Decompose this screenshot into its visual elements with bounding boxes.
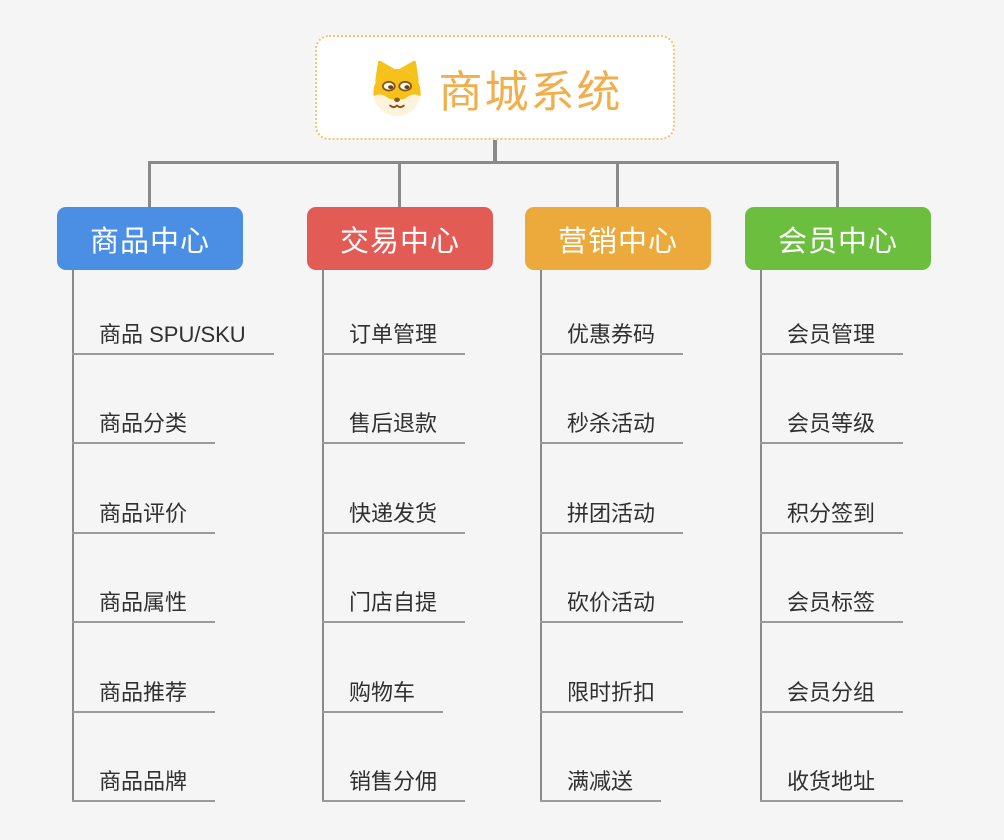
- leaf-label: 秒杀活动: [567, 411, 656, 436]
- leaf-node[interactable]: 门店自提: [322, 589, 466, 623]
- leaf-label: 拼团活动: [567, 501, 656, 526]
- leaf-node[interactable]: 拼团活动: [540, 500, 684, 534]
- leaf-label: 商品品牌: [99, 769, 188, 794]
- leaf-node[interactable]: 订单管理: [322, 321, 466, 355]
- leaf-node[interactable]: 限时折扣: [540, 679, 684, 713]
- leaf-node[interactable]: 满减送: [540, 768, 662, 802]
- leaf-node[interactable]: 快递发货: [322, 500, 466, 534]
- leaf-label: 售后退款: [349, 411, 438, 436]
- leaf-label: 会员管理: [787, 322, 876, 347]
- connector-drop-trade: [398, 161, 401, 207]
- leaf-node[interactable]: 售后退款: [322, 410, 466, 444]
- leaf-node[interactable]: 优惠券码: [540, 321, 684, 355]
- root-node[interactable]: 商城系统: [315, 35, 675, 140]
- leaf-label: 会员标签: [787, 590, 876, 615]
- leaf-node[interactable]: 会员管理: [760, 321, 904, 355]
- branch-marketing-center: 营销中心 优惠券码 秒杀活动 拼团活动 砍价活动 限时折扣 满减送: [525, 207, 711, 802]
- branch-header-trade[interactable]: 交易中心: [307, 207, 493, 270]
- root-title: 商城系统: [438, 67, 623, 117]
- connector-drop-marketing: [616, 161, 619, 207]
- leaf-label: 满减送: [567, 769, 634, 794]
- leaf-node[interactable]: 商品 SPU/SKU: [72, 321, 274, 355]
- leaf-node[interactable]: 商品分类: [72, 410, 216, 444]
- branch-trunk-line: [760, 270, 762, 802]
- leaf-label: 商品推荐: [99, 680, 188, 705]
- leaf-node[interactable]: 砍价活动: [540, 589, 684, 623]
- leaf-label: 订单管理: [349, 322, 438, 347]
- leaf-label: 会员分组: [787, 680, 876, 705]
- leaf-label: 商品 SPU/SKU: [99, 322, 246, 347]
- leaf-node[interactable]: 会员等级: [760, 410, 904, 444]
- leaf-node[interactable]: 秒杀活动: [540, 410, 684, 444]
- leaf-label: 收货地址: [787, 769, 876, 794]
- leaf-node[interactable]: 收货地址: [760, 768, 904, 802]
- leaf-label: 销售分佣: [349, 769, 438, 794]
- leaf-label: 门店自提: [349, 590, 438, 615]
- branch-header-marketing[interactable]: 营销中心: [525, 207, 711, 270]
- branch-trunk-line: [540, 270, 542, 802]
- leaf-label: 积分签到: [787, 501, 876, 526]
- leaf-node[interactable]: 商品属性: [72, 589, 216, 623]
- leaf-label: 优惠券码: [567, 322, 656, 347]
- connector-root-stem: [493, 139, 497, 162]
- leaf-label: 购物车: [349, 680, 416, 705]
- dog-icon: [372, 60, 421, 116]
- leaf-node[interactable]: 商品品牌: [72, 768, 216, 802]
- leaf-label: 限时折扣: [567, 680, 656, 705]
- leaf-label: 商品分类: [99, 411, 188, 436]
- branch-product-center: 商品中心 商品 SPU/SKU 商品分类 商品评价 商品属性 商品推荐 商品品牌: [57, 207, 274, 802]
- connector-drop-member: [836, 161, 839, 207]
- leaf-label: 商品属性: [99, 590, 188, 615]
- connector-horizontal: [148, 161, 839, 164]
- leaf-node[interactable]: 积分签到: [760, 500, 904, 534]
- branch-trunk-line: [322, 270, 324, 802]
- connector-drop-product: [148, 161, 151, 207]
- branch-header-product[interactable]: 商品中心: [57, 207, 243, 270]
- branch-header-member[interactable]: 会员中心: [745, 207, 931, 270]
- leaf-node[interactable]: 会员标签: [760, 589, 904, 623]
- leaf-node[interactable]: 销售分佣: [322, 768, 466, 802]
- leaf-label: 砍价活动: [567, 590, 656, 615]
- branch-trade-center: 交易中心 订单管理 售后退款 快递发货 门店自提 购物车 销售分佣: [307, 207, 493, 802]
- leaf-node[interactable]: 商品推荐: [72, 679, 216, 713]
- leaf-node[interactable]: 购物车: [322, 679, 444, 713]
- leaf-label: 快递发货: [349, 501, 438, 526]
- branch-member-center: 会员中心 会员管理 会员等级 积分签到 会员标签 会员分组 收货地址: [745, 207, 931, 802]
- leaf-label: 商品评价: [99, 501, 188, 526]
- leaf-node[interactable]: 会员分组: [760, 679, 904, 713]
- leaf-node[interactable]: 商品评价: [72, 500, 216, 534]
- branch-trunk-line: [72, 270, 74, 802]
- leaf-label: 会员等级: [787, 411, 876, 436]
